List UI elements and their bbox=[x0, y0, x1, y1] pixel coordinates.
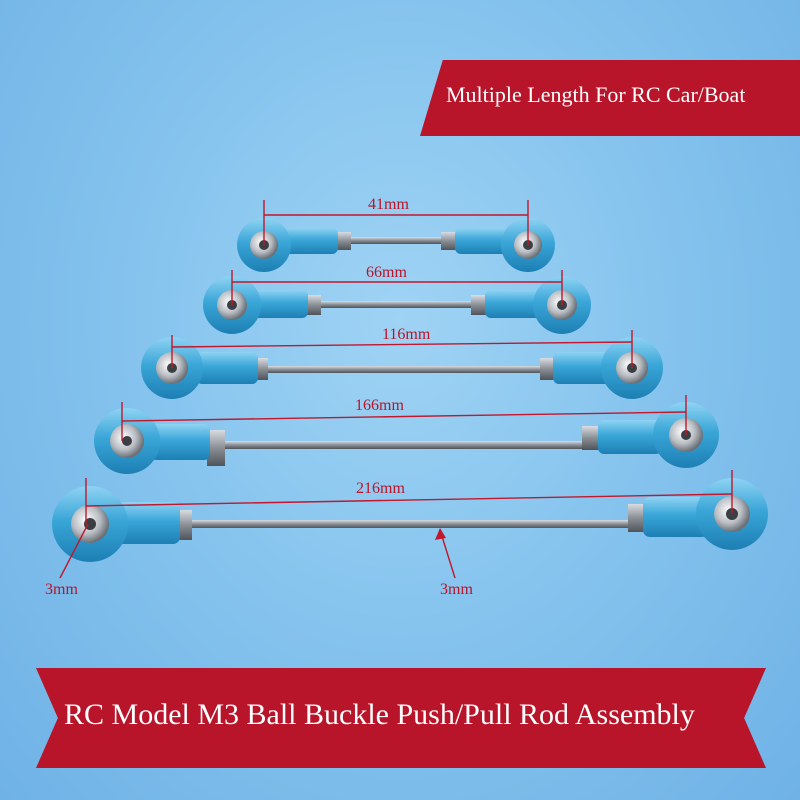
length-label-66mm: 66mm bbox=[366, 264, 407, 281]
length-label-166mm: 166mm bbox=[355, 397, 404, 414]
ball-hole-label: 3mm bbox=[45, 581, 78, 598]
bottom-banner: RC Model M3 Ball Buckle Push/Pull Rod As… bbox=[36, 668, 766, 768]
length-label-116mm: 116mm bbox=[382, 326, 431, 343]
measurement-markers bbox=[59, 200, 733, 579]
rod-arrow-icon bbox=[435, 528, 446, 540]
rod-diameter-label: 3mm bbox=[440, 581, 473, 598]
rod-assembly-216mm bbox=[52, 478, 768, 562]
product-title: RC Model M3 Ball Buckle Push/Pull Rod As… bbox=[64, 698, 695, 731]
rod-assembly-116mm bbox=[141, 337, 663, 399]
length-label-216mm: 216mm bbox=[356, 480, 405, 497]
top-banner-text: Multiple Length For RC Car/Boat bbox=[446, 82, 746, 107]
length-label-41mm: 41mm bbox=[368, 196, 409, 213]
top-banner: Multiple Length For RC Car/Boat bbox=[420, 60, 800, 136]
